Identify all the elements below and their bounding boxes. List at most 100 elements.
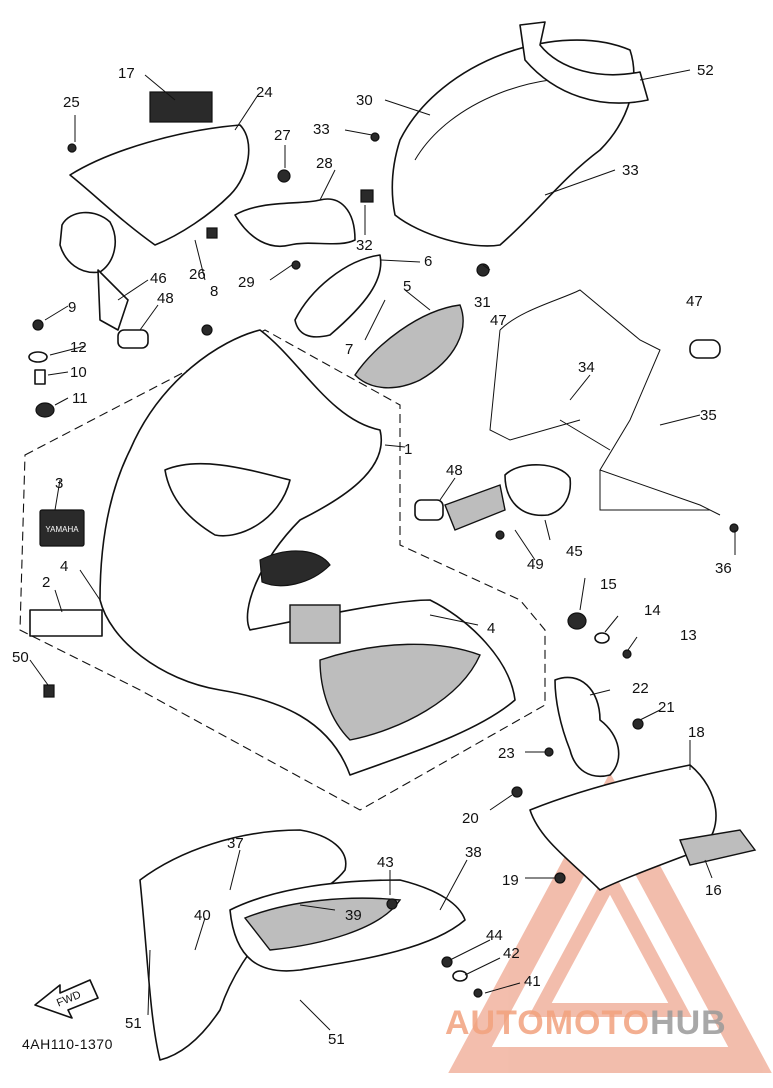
mirror-mount — [444, 484, 506, 531]
callout-19: 19 — [502, 872, 519, 889]
callout-18: 18 — [688, 724, 705, 741]
cowling-lower-vent — [319, 643, 481, 741]
callout-10: 10 — [70, 364, 87, 381]
bolt-icon — [370, 132, 380, 142]
callout-33a: 33 — [313, 121, 330, 138]
callout-41: 41 — [524, 973, 541, 990]
callout-38: 38 — [465, 844, 482, 861]
callout-4a: 4 — [60, 558, 68, 575]
callouts: 17 24 25 27 28 30 52 33 33 32 26 29 6 31… — [12, 62, 732, 1048]
air-scoop — [354, 304, 464, 389]
callout-51b: 51 — [328, 1031, 345, 1048]
callout-14: 14 — [644, 602, 661, 619]
washer-icon — [594, 632, 610, 644]
windscreen — [391, 39, 635, 247]
callout-6: 6 — [424, 253, 432, 270]
cowling-side-vent — [259, 550, 331, 587]
grommet-icon — [414, 499, 444, 521]
clip-icon — [206, 227, 218, 239]
decal-text: YAMAHA — [45, 525, 79, 534]
callout-5: 5 — [403, 278, 411, 295]
callout-9: 9 — [68, 299, 76, 316]
watermark-text-b: HUB — [650, 1004, 727, 1042]
callout-25: 25 — [63, 94, 80, 111]
fasteners — [28, 91, 739, 998]
cowling-badge — [289, 604, 341, 644]
callout-50: 50 — [12, 649, 29, 666]
inner-duct — [554, 676, 620, 777]
trim-strip — [519, 21, 649, 104]
callout-36: 36 — [715, 560, 732, 577]
callout-13: 13 — [680, 627, 697, 644]
callout-34: 34 — [578, 359, 595, 376]
nut-icon — [386, 898, 398, 910]
cowling-window — [164, 462, 291, 537]
callout-46: 46 — [150, 270, 167, 287]
bolt-icon — [291, 260, 301, 270]
callout-24: 24 — [256, 84, 273, 101]
bolt-icon — [622, 649, 632, 659]
callout-35: 35 — [700, 407, 717, 424]
decal-strip — [29, 609, 103, 637]
bolt-icon — [544, 747, 554, 757]
washer-icon — [28, 351, 48, 363]
inner-panel — [69, 124, 250, 246]
bolt-icon — [201, 324, 213, 336]
callout-16: 16 — [705, 882, 722, 899]
side-duct-panel — [294, 254, 382, 338]
callout-17: 17 — [118, 65, 135, 82]
callout-52: 52 — [697, 62, 714, 79]
callout-51a: 51 — [125, 1015, 142, 1032]
leader-lines — [29, 69, 736, 1031]
air-duct — [234, 198, 356, 247]
nut-icon — [511, 786, 523, 798]
grommet-icon — [35, 402, 55, 418]
grommet-icon — [567, 612, 587, 630]
fwd-arrow: FWD — [34, 979, 99, 1019]
callout-12: 12 — [70, 339, 87, 356]
bolt-icon — [554, 872, 566, 884]
callout-49: 49 — [527, 556, 544, 573]
bolt-icon — [495, 530, 505, 540]
clip-icon — [360, 189, 374, 203]
callout-45: 45 — [566, 543, 583, 560]
callout-30: 30 — [356, 92, 373, 109]
callout-8: 8 — [210, 283, 218, 300]
cowling-stay — [489, 289, 721, 516]
callout-27: 27 — [274, 127, 291, 144]
callout-21: 21 — [658, 699, 675, 716]
clip-icon — [149, 91, 213, 123]
nut-icon — [441, 956, 453, 968]
callout-3: 3 — [55, 475, 63, 492]
bolt-icon — [729, 523, 739, 533]
bolt-icon — [67, 143, 77, 153]
callout-11: 11 — [72, 390, 88, 407]
washer-icon — [452, 970, 468, 982]
grommet-icon — [117, 329, 149, 349]
callout-47a: 47 — [490, 312, 507, 329]
callout-42: 42 — [503, 945, 520, 962]
callout-40: 40 — [194, 907, 211, 924]
callout-20: 20 — [462, 810, 479, 827]
bolt-icon — [277, 169, 291, 183]
callout-37: 37 — [227, 835, 244, 852]
yamaha-decal: YAMAHA — [39, 509, 85, 547]
callout-23: 23 — [498, 745, 515, 762]
lower-panel-inner — [243, 897, 402, 951]
mirror-head — [59, 211, 116, 274]
bolt-icon — [476, 263, 490, 277]
callout-48b: 48 — [446, 462, 463, 479]
callout-39: 39 — [345, 907, 362, 924]
callout-44: 44 — [486, 927, 503, 944]
bracket-16 — [679, 829, 757, 866]
bolt-icon — [473, 988, 483, 998]
assembly-boundary-1 — [19, 329, 546, 811]
nut-icon — [632, 718, 644, 730]
callout-29: 29 — [238, 274, 255, 291]
callout-48a: 48 — [157, 290, 174, 307]
callout-47b: 47 — [686, 293, 703, 310]
right-mirror — [504, 464, 572, 517]
callout-26: 26 — [189, 266, 206, 283]
callout-1: 1 — [404, 441, 412, 458]
